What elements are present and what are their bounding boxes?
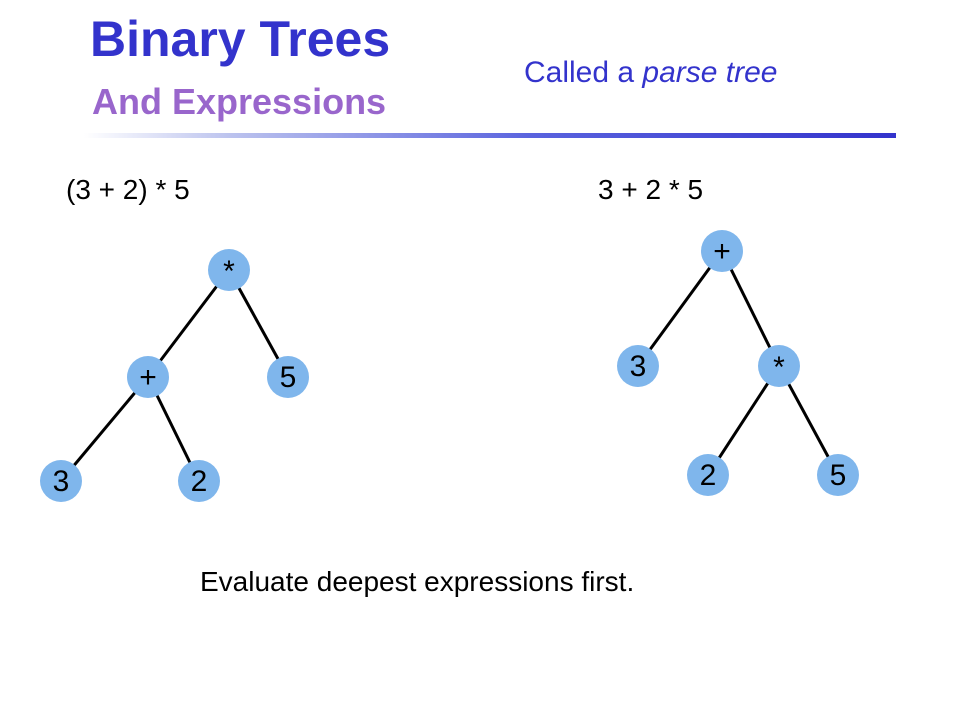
evaluation-caption: Evaluate deepest expressions first. bbox=[200, 566, 635, 597]
note-emphasis: parse tree bbox=[642, 56, 778, 89]
tree-node-two bbox=[178, 460, 220, 502]
tree-edge bbox=[636, 250, 724, 367]
tree-node-label: + bbox=[139, 361, 157, 394]
tree-node-times bbox=[758, 345, 800, 387]
tree-node-three bbox=[40, 460, 82, 502]
tree-node-root bbox=[208, 249, 250, 291]
right-parse-tree: +3 * 2 5 bbox=[617, 230, 859, 496]
tree-node-label: + bbox=[713, 235, 731, 268]
tree-node-five bbox=[817, 454, 859, 496]
tree-edge bbox=[706, 365, 781, 476]
left-expression: (3 + 2) * 5 bbox=[66, 174, 190, 205]
parse-tree-note: Called a parse tree bbox=[524, 58, 777, 88]
tree-node-label: * bbox=[773, 351, 785, 384]
left-parse-tree: * +5 3 2 bbox=[40, 249, 309, 502]
tree-node-plus bbox=[127, 356, 169, 398]
tree-node-label: 5 bbox=[830, 459, 847, 492]
title-divider bbox=[84, 133, 896, 138]
tree-node-label: 2 bbox=[700, 459, 717, 492]
tree-edge bbox=[59, 376, 150, 482]
tree-node-label: 3 bbox=[630, 350, 647, 383]
note-prefix: Called a bbox=[524, 56, 643, 89]
tree-node-label: * bbox=[223, 255, 235, 288]
slide-subtitle: And Expressions bbox=[92, 81, 387, 122]
tree-edge bbox=[146, 269, 231, 378]
tree-node-label: 3 bbox=[53, 465, 70, 498]
tree-node-three bbox=[617, 345, 659, 387]
tree-node-label: 5 bbox=[280, 361, 297, 394]
tree-edge bbox=[720, 250, 781, 367]
tree-node-root bbox=[701, 230, 743, 272]
slide-title: Binary Trees bbox=[90, 11, 391, 67]
right-expression: 3 + 2 * 5 bbox=[598, 174, 704, 205]
tree-node-label: 2 bbox=[191, 465, 208, 498]
tree-node-five bbox=[267, 356, 309, 398]
tree-node-two bbox=[687, 454, 729, 496]
